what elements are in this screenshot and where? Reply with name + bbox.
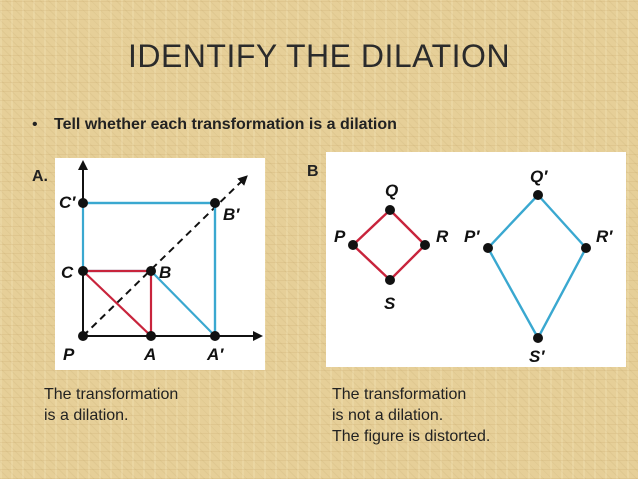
label-p-prime: P′ [464, 227, 480, 246]
point-r [420, 240, 430, 250]
caption-a: The transformation is a dilation. [44, 384, 178, 426]
instruction-bullet: • Tell whether each transformation is a d… [32, 116, 397, 134]
caption-b: The transformation is not a dilation. The … [332, 384, 490, 447]
label-r: R [436, 227, 449, 246]
caption-a-line-2: is a dilation. [44, 407, 129, 424]
point-c-prime [78, 198, 88, 208]
label-q: Q [385, 181, 398, 200]
point-q [385, 205, 395, 215]
label-c: C [61, 263, 74, 282]
label-b: B [159, 263, 171, 282]
bullet-marker: • [32, 116, 38, 133]
instruction-text: Tell whether each transformation is a di… [54, 116, 397, 133]
figure-a-panel: C′ B′ C B P A A′ [55, 158, 265, 370]
point-a-prime [210, 331, 220, 341]
label-p: P [334, 227, 346, 246]
image-quadrilateral [486, 193, 588, 341]
figure-a-tag: A. [32, 168, 48, 185]
label-p: P [63, 345, 75, 364]
figure-a-diagram: C′ B′ C B P A A′ [59, 160, 263, 364]
point-s-prime [533, 333, 543, 343]
point-c [78, 266, 88, 276]
original-quadrilateral [351, 208, 427, 282]
caption-b-line-2: is not a dilation. [332, 407, 444, 424]
point-p [348, 240, 358, 250]
caption-a-line-1: The transformation [44, 386, 179, 403]
point-p-prime [483, 243, 493, 253]
point-b-prime [210, 198, 220, 208]
caption-b-line-1: The transformation [332, 386, 467, 403]
point-b [146, 266, 156, 276]
point-p [78, 331, 88, 341]
figure-b-diagram: Q R S P Q′ R′ S′ P′ [334, 167, 613, 366]
label-s-prime: S′ [529, 347, 545, 366]
point-a [146, 331, 156, 341]
slide-title: IDENTIFY THE DILATION [127, 38, 511, 74]
figure-b-tag: B [307, 163, 319, 180]
caption-b-line-3: The figure is distorted. [332, 428, 491, 445]
label-r-prime: R′ [596, 227, 613, 246]
label-c-prime: C′ [59, 193, 76, 212]
figure-b-panel: Q R S P Q′ R′ S′ P′ [326, 152, 626, 367]
label-a-prime: A′ [206, 345, 224, 364]
label-q-prime: Q′ [530, 167, 548, 186]
label-s: S [384, 294, 396, 313]
point-q-prime [533, 190, 543, 200]
dilation-ray [82, 175, 248, 337]
point-r-prime [581, 243, 591, 253]
point-s [385, 275, 395, 285]
label-a: A [143, 345, 156, 364]
original-diagonal [82, 270, 152, 337]
label-b-prime: B′ [223, 205, 240, 224]
